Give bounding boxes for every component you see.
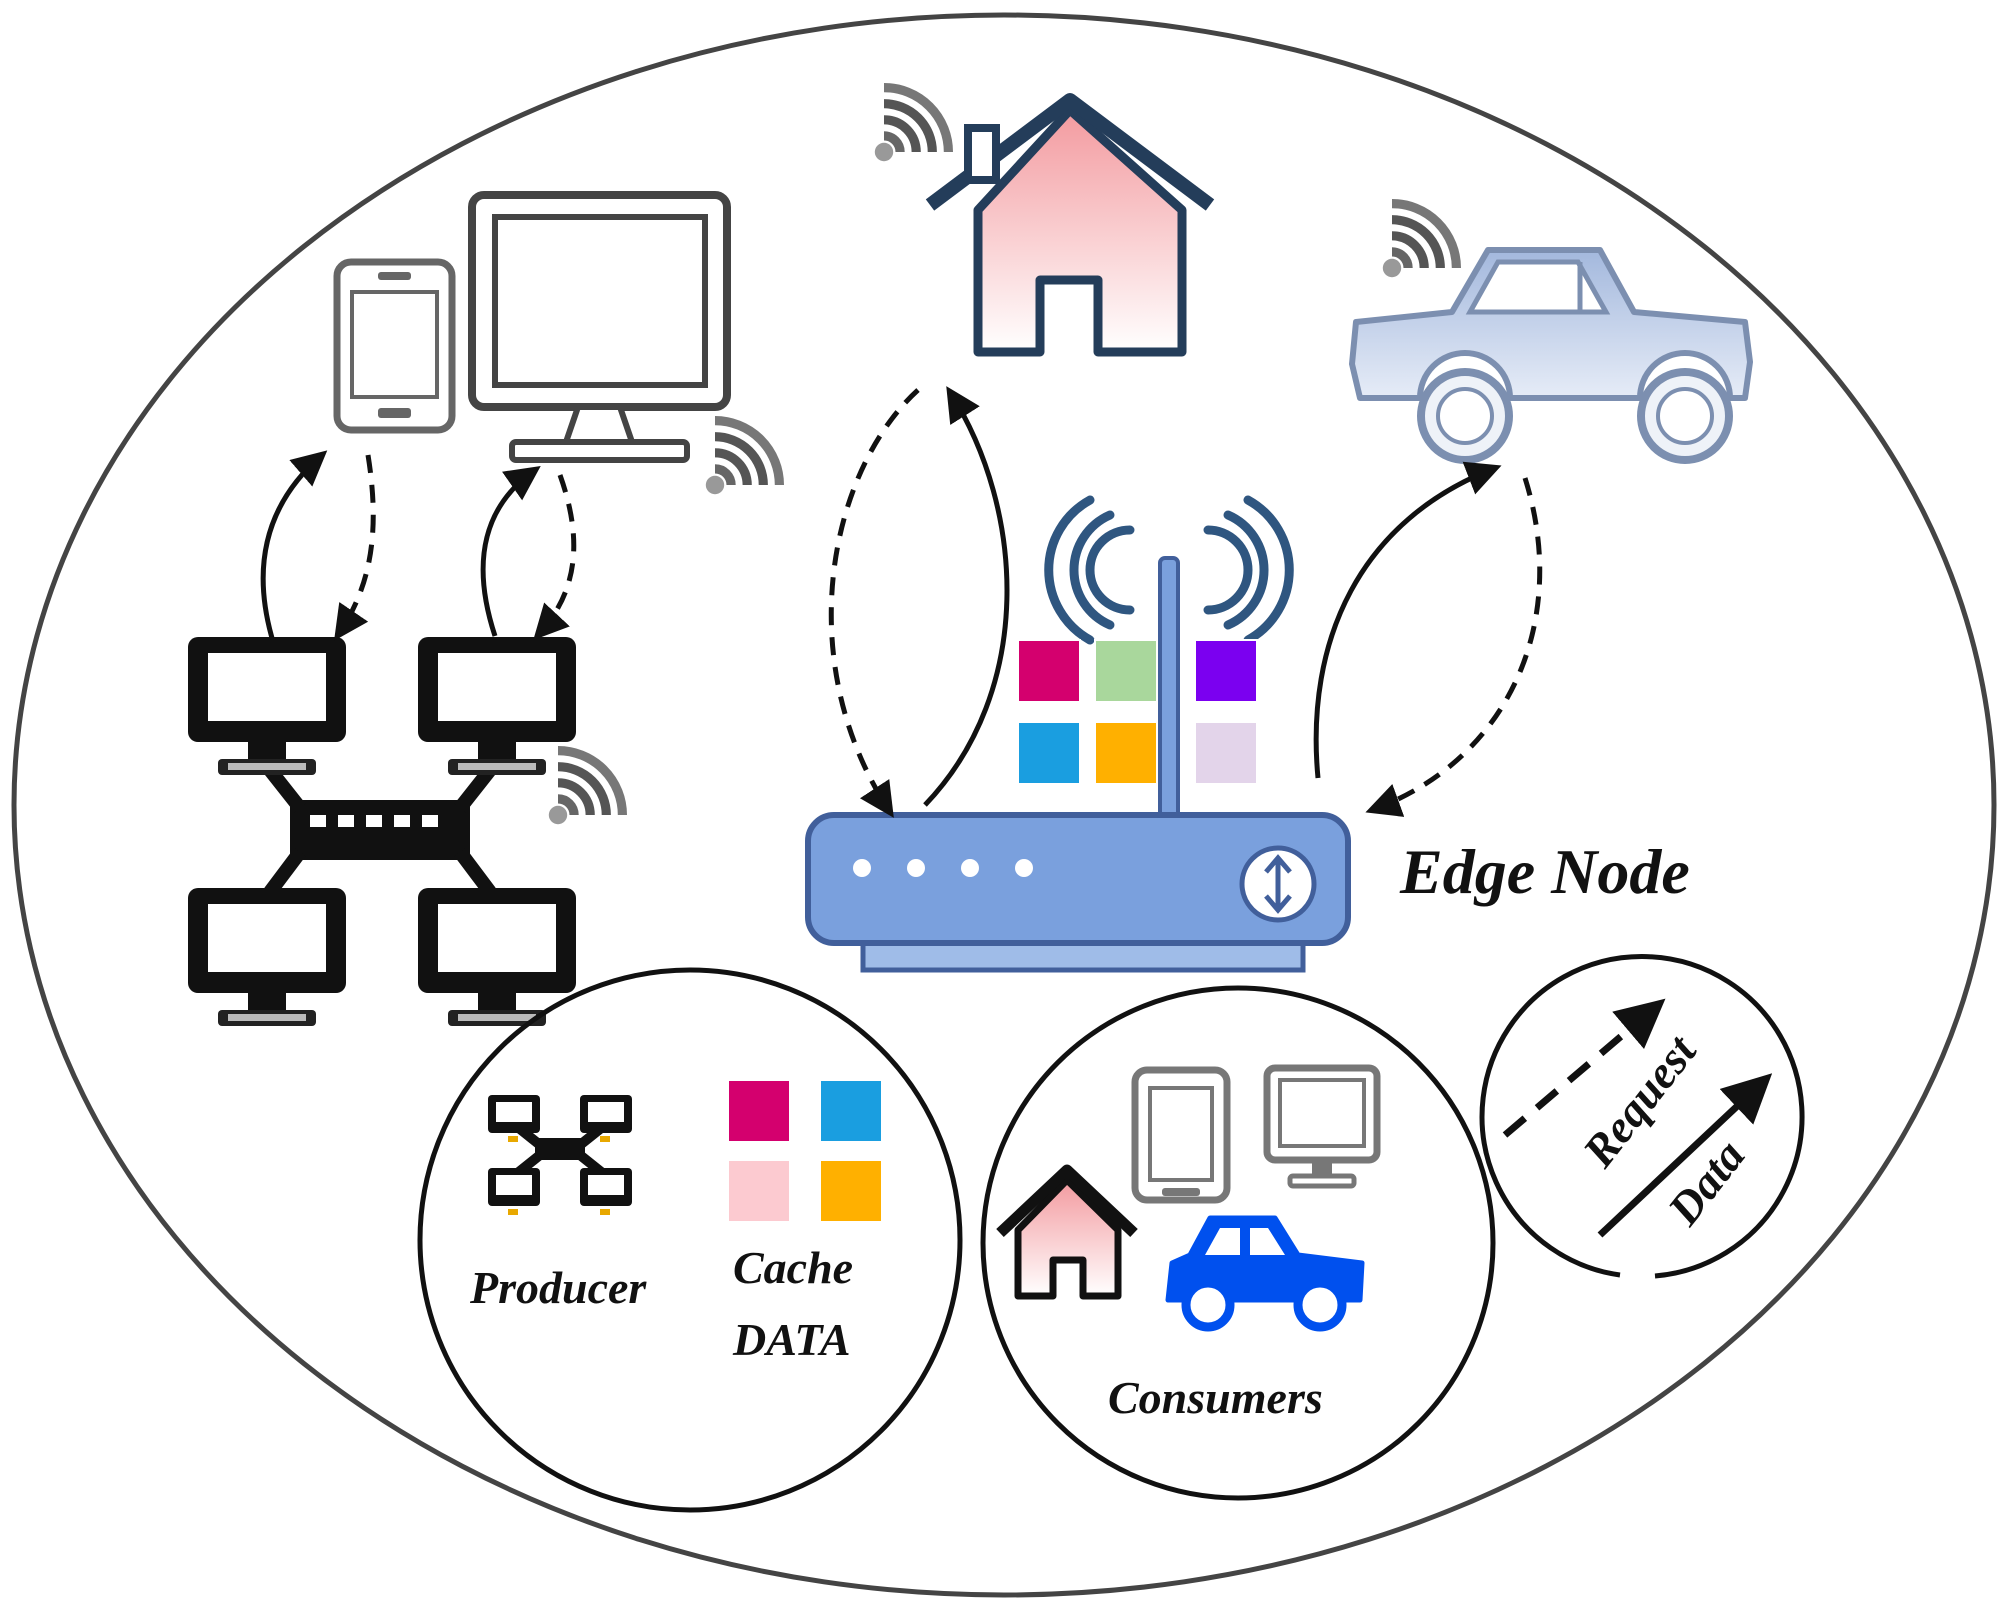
consumers-label: Consumers <box>1108 1372 1323 1423</box>
cache-block <box>1194 639 1258 703</box>
producer-network-icon <box>188 637 576 1026</box>
cache-block <box>1194 721 1258 785</box>
cache-block <box>1017 639 1081 703</box>
cache-data-blocks <box>727 1079 883 1223</box>
car-icon <box>1165 1215 1365 1332</box>
cache-label: Cache <box>733 1242 853 1293</box>
data-label: DATA <box>732 1314 851 1365</box>
data-arrow-label: Data <box>1657 1130 1754 1235</box>
request-arrow <box>1502 998 1666 1138</box>
smartphone-icon <box>333 258 456 434</box>
producer-network-icon <box>488 1095 632 1215</box>
wifi-icon <box>706 421 780 495</box>
cache-block <box>819 1159 883 1223</box>
cache-block <box>1094 639 1158 703</box>
cache-block <box>1017 721 1081 785</box>
smartphone-icon <box>1131 1066 1231 1204</box>
monitor-icon <box>1263 1064 1381 1189</box>
edge-node-label: Edge Node <box>1399 836 1690 907</box>
cache-block <box>1094 721 1158 785</box>
router-icon <box>805 812 1351 973</box>
data-arrow <box>1597 1073 1773 1238</box>
wifi-icon <box>549 751 623 825</box>
wifi-icon <box>1383 204 1457 278</box>
car-icon <box>1349 247 1753 464</box>
wifi-icon <box>875 88 949 162</box>
flow-arrows <box>260 386 1543 818</box>
consumers-legend <box>980 985 1496 1501</box>
arrow-legend <box>1479 954 1805 1279</box>
cache-block <box>819 1079 883 1143</box>
house-icon <box>925 93 1215 357</box>
edge-network-boundary <box>11 12 1997 1598</box>
cache-block <box>727 1079 791 1143</box>
router-cache-blocks <box>1017 639 1258 785</box>
cache-block <box>727 1159 791 1223</box>
monitor-icon <box>468 191 731 463</box>
house-icon <box>996 1164 1138 1300</box>
producer-label: Producer <box>469 1262 647 1313</box>
producer-cache-legend <box>417 967 963 1513</box>
